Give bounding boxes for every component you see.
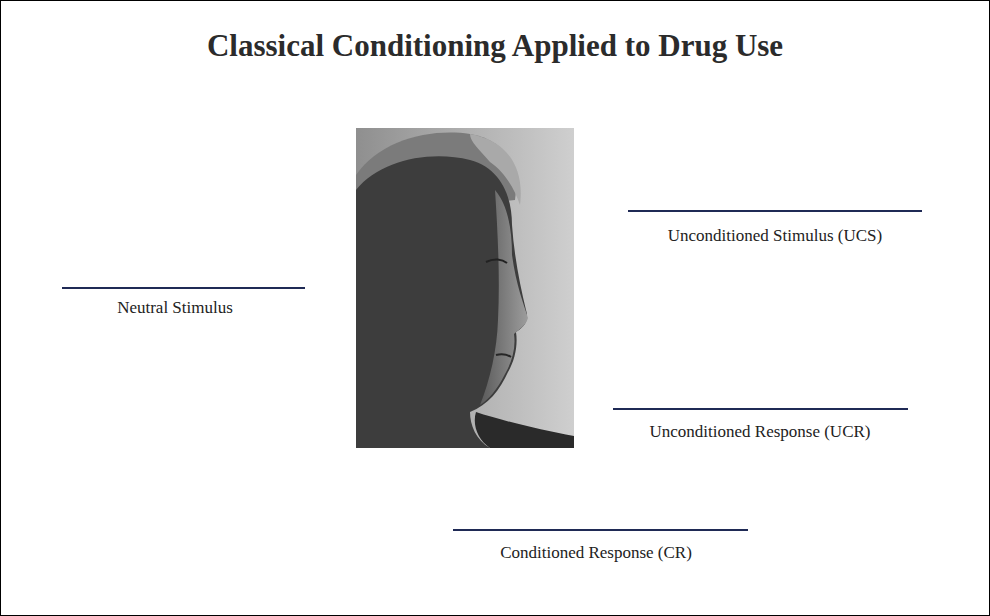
portrait-photo [356, 128, 574, 448]
slide-title: Classical Conditioning Applied to Drug U… [207, 28, 783, 64]
blank-label: Neutral Stimulus [117, 298, 233, 318]
answer-line [62, 287, 305, 289]
blank-label: Unconditioned Response (UCR) [650, 422, 871, 442]
blank-label: Conditioned Response (CR) [500, 543, 692, 563]
answer-line [453, 529, 748, 531]
blank-label: Unconditioned Stimulus (UCS) [668, 226, 882, 246]
answer-line [613, 408, 908, 410]
answer-line [628, 210, 922, 212]
